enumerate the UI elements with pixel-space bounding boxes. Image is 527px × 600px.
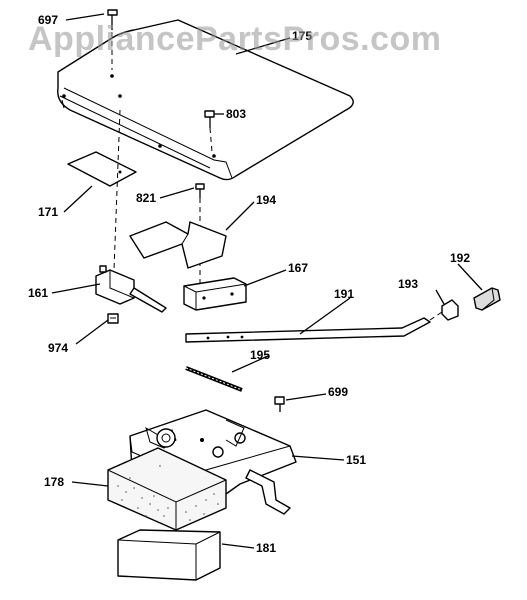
part-974-nut[interactable] [107,313,119,324]
label-161: 161 [28,286,48,300]
part-192-knob[interactable] [473,287,501,311]
label-151: 151 [346,453,366,467]
part-labels: 697 175 803 171 821 194 161 167 192 193 … [28,13,470,555]
part-167-block[interactable] [183,277,247,311]
part-175-cover[interactable] [57,19,354,181]
part-181-base[interactable] [117,529,221,581]
label-175: 175 [292,29,312,43]
label-803: 803 [226,107,246,121]
part-161-switch[interactable] [95,265,167,313]
part-697-screw[interactable] [107,9,118,30]
label-191: 191 [334,287,354,301]
part-171-pad[interactable] [67,151,137,187]
label-195: 195 [250,348,270,362]
part-194-bracket[interactable] [129,221,227,269]
label-178: 178 [44,475,64,489]
part-178-insulation[interactable] [107,447,227,531]
label-821: 821 [136,191,156,205]
label-181: 181 [256,541,276,555]
label-192: 192 [450,251,470,265]
label-171: 171 [38,205,58,219]
label-193: 193 [398,277,418,291]
label-974: 974 [48,341,68,355]
part-195-spring[interactable] [185,366,243,392]
part-191-rod[interactable] [185,317,431,343]
label-699: 699 [328,385,348,399]
label-167: 167 [288,261,308,275]
watermark-text: AppliancePartsPros.com [28,20,442,58]
part-193-clip[interactable] [441,299,459,321]
part-821-screw[interactable] [195,183,205,198]
label-194: 194 [256,193,276,207]
label-697: 697 [38,13,58,27]
part-699-screw[interactable] [274,396,285,412]
leader-lines [51,13,483,549]
